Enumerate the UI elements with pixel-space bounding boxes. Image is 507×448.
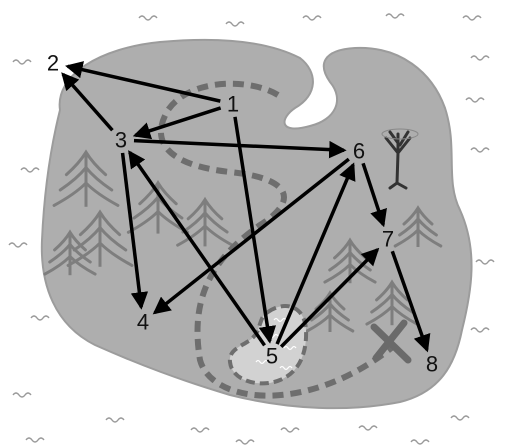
wave-icon — [138, 15, 158, 21]
wave-icon — [225, 21, 245, 27]
ripple-icon — [279, 365, 293, 371]
ripple-icon — [283, 345, 297, 351]
wave-icon — [470, 147, 490, 153]
arrow-3-to-4 — [120, 152, 149, 310]
arrow-5-to-7 — [279, 247, 380, 349]
pine-tree-icon — [176, 196, 234, 247]
wave-icon — [235, 439, 255, 445]
wave-icon — [8, 242, 28, 248]
x-mark-icon — [370, 319, 412, 364]
node-2: 2 — [47, 51, 59, 76]
pine-tree-icon — [66, 209, 134, 267]
dead-tree-icon — [381, 128, 419, 190]
wave-icon — [358, 425, 378, 431]
dashed-trail — [157, 80, 397, 399]
node-8: 8 — [426, 352, 438, 377]
pine-tree-icon — [43, 229, 97, 276]
node-1: 1 — [227, 92, 239, 117]
wave-icon — [462, 15, 482, 21]
ripple-icon — [273, 317, 287, 323]
wave-icon — [190, 427, 210, 433]
wave-icon — [470, 327, 490, 333]
wave-icon — [12, 59, 32, 65]
node-6: 6 — [353, 139, 365, 164]
wave-icon — [280, 427, 300, 433]
wave-icon — [475, 259, 495, 265]
sea-waves — [8, 13, 495, 445]
arrow-6-to-4 — [152, 157, 350, 315]
wave-icon — [105, 417, 125, 423]
pine-tree-icon — [52, 149, 120, 207]
arrow-1-to-3 — [132, 106, 222, 140]
arrow-3-to-2 — [61, 72, 114, 132]
pine-tree-icon — [393, 205, 443, 248]
node-7: 7 — [382, 227, 394, 252]
wave-icon — [410, 439, 430, 445]
node-4: 4 — [137, 310, 149, 335]
arrow-edges — [61, 61, 431, 353]
arrow-1-to-2 — [65, 61, 221, 103]
arrow-1-to-5 — [233, 116, 277, 344]
arrow-5-to-6 — [275, 162, 356, 345]
wave-icon — [25, 437, 45, 443]
arrow-6-to-7 — [361, 162, 387, 228]
arrow-5-to-3 — [128, 150, 266, 347]
wave-icon — [450, 415, 470, 421]
wave-icon — [302, 15, 322, 21]
node-3: 3 — [115, 128, 127, 153]
wave-icon — [470, 55, 490, 61]
wave-icon — [12, 392, 32, 398]
wave-icon — [20, 167, 40, 173]
node-5: 5 — [266, 344, 278, 369]
wave-icon — [465, 97, 485, 103]
ripple-icon — [255, 359, 269, 365]
arrow-3-to-6 — [133, 138, 347, 159]
arrow-7-to-8 — [390, 250, 431, 353]
pine-tree-icon — [365, 279, 419, 326]
wave-icon — [385, 13, 405, 19]
diagram-nodes: 1 2 3 4 5 6 7 8 — [47, 51, 438, 377]
wave-icon — [30, 315, 50, 321]
pine-tree-icon — [305, 290, 355, 333]
